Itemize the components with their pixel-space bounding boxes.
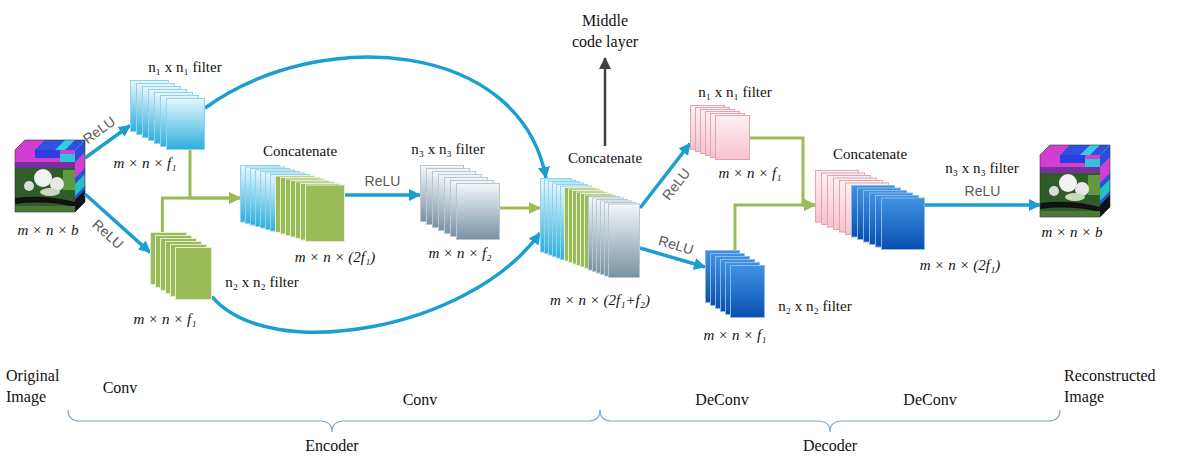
filter-label: n₂ x n₂ filter — [225, 274, 298, 291]
stage-label: DeConv — [695, 391, 748, 409]
dimension-label: m × n × (2f₁+f₂) — [550, 292, 650, 309]
concatenated-stack: Concatenatem × n × (2f₁) — [815, 170, 925, 250]
stack-shape — [240, 165, 345, 242]
concatenate-label: Concatenate — [833, 146, 907, 163]
feature-map-stack: n₂ x n₂ filterm × n × f₁ — [150, 232, 212, 300]
feature-map-stack: n₁ x n₁ filterm × n × f₁ — [130, 80, 205, 150]
code-layer-label: Middle code layer — [567, 11, 643, 53]
stack-shape — [150, 232, 212, 300]
activation-label: ReLU — [965, 183, 1001, 199]
feature-map-sheet — [457, 184, 500, 240]
dimension-label: m × n × f₁ — [114, 155, 177, 172]
concatenated-stack: Concatenatem × n × (2f₁+f₂) — [540, 178, 640, 278]
feature-map-stack: n₂ x n₂ filterm × n × f₁ — [705, 250, 765, 318]
dimension-label: m × n × (2f₁) — [920, 257, 1000, 274]
activation-label: ReLU — [89, 216, 126, 252]
connector-arrow — [500, 207, 540, 210]
stage-label: Conv — [403, 391, 438, 409]
concatenate-label: Concatenate — [568, 150, 642, 167]
image-cube: m × n × b — [1040, 145, 1110, 217]
concatenate-label: Concatenate — [263, 143, 337, 160]
connector-arrow — [925, 203, 1040, 207]
dimension-label: m × n × (2f₁) — [295, 249, 375, 266]
connector-arrow — [190, 150, 240, 198]
reconstructed-image-cube — [1040, 145, 1110, 217]
stack-shape — [540, 178, 640, 278]
stage-label: DeConv — [903, 391, 956, 409]
dimension-label: m × n × f₁ — [704, 327, 767, 344]
filter-label: n₃ x n₃ filter — [411, 141, 484, 158]
connector-arrow — [162, 198, 240, 232]
feature-map-sheet — [306, 185, 345, 242]
filter-label: n₁ x n₁ filter — [698, 84, 771, 101]
image-cube: m × n × b — [15, 140, 85, 212]
encoder-brace — [68, 410, 600, 432]
stack-shape — [815, 170, 925, 250]
filter-label: n₃ x n₃ filter — [945, 160, 1018, 177]
feature-map-stack: n₃ x n₃ filterm × n × f₂ — [420, 165, 500, 240]
activation-label: ReLU — [659, 165, 694, 203]
section-label: Original Image — [6, 366, 68, 408]
dimension-label: m × n × f₁ — [719, 165, 782, 182]
stack-shape — [705, 250, 765, 318]
feature-map-stack: n₁ x n₁ filterm × n × f₁ — [690, 105, 750, 160]
stack-shape — [690, 105, 750, 160]
dimension-label: m × n × f₂ — [429, 245, 492, 262]
group-label: Decoder — [803, 437, 857, 455]
original-image-cube — [15, 140, 85, 212]
connector-arrow — [212, 233, 540, 332]
stack-shape — [420, 165, 500, 240]
concatenated-stack: Concatenatem × n × (2f₁) — [240, 165, 345, 242]
feature-map-sheet — [882, 198, 925, 250]
feature-map-sheet — [731, 266, 765, 318]
feature-map-sheet — [609, 204, 640, 278]
section-label: Reconstructed Image — [1064, 366, 1169, 408]
code-layer-arrow — [604, 58, 607, 146]
dimension-label: m × n × b — [17, 222, 78, 239]
connector-arrow — [345, 193, 420, 197]
activation-label: ReLU — [657, 232, 696, 257]
group-label: Encoder — [305, 437, 358, 455]
connector-arrow — [735, 205, 815, 250]
decoder-brace — [600, 410, 1060, 432]
dimension-label: m × n × b — [1041, 224, 1102, 241]
connector-arrow — [205, 57, 546, 178]
activation-label: ReLU — [80, 113, 118, 147]
filter-label: n₁ x n₁ filter — [148, 59, 221, 76]
filter-label: n₂ x n₂ filter — [778, 298, 851, 315]
feature-map-sheet — [176, 248, 212, 300]
stage-label: Conv — [103, 379, 138, 397]
feature-map-sheet — [716, 116, 750, 160]
dimension-label: m × n × f₁ — [134, 311, 197, 328]
activation-label: ReLU — [365, 173, 401, 189]
connector-arrow — [85, 194, 150, 252]
stack-shape — [130, 80, 205, 150]
feature-map-sheet — [167, 99, 205, 150]
